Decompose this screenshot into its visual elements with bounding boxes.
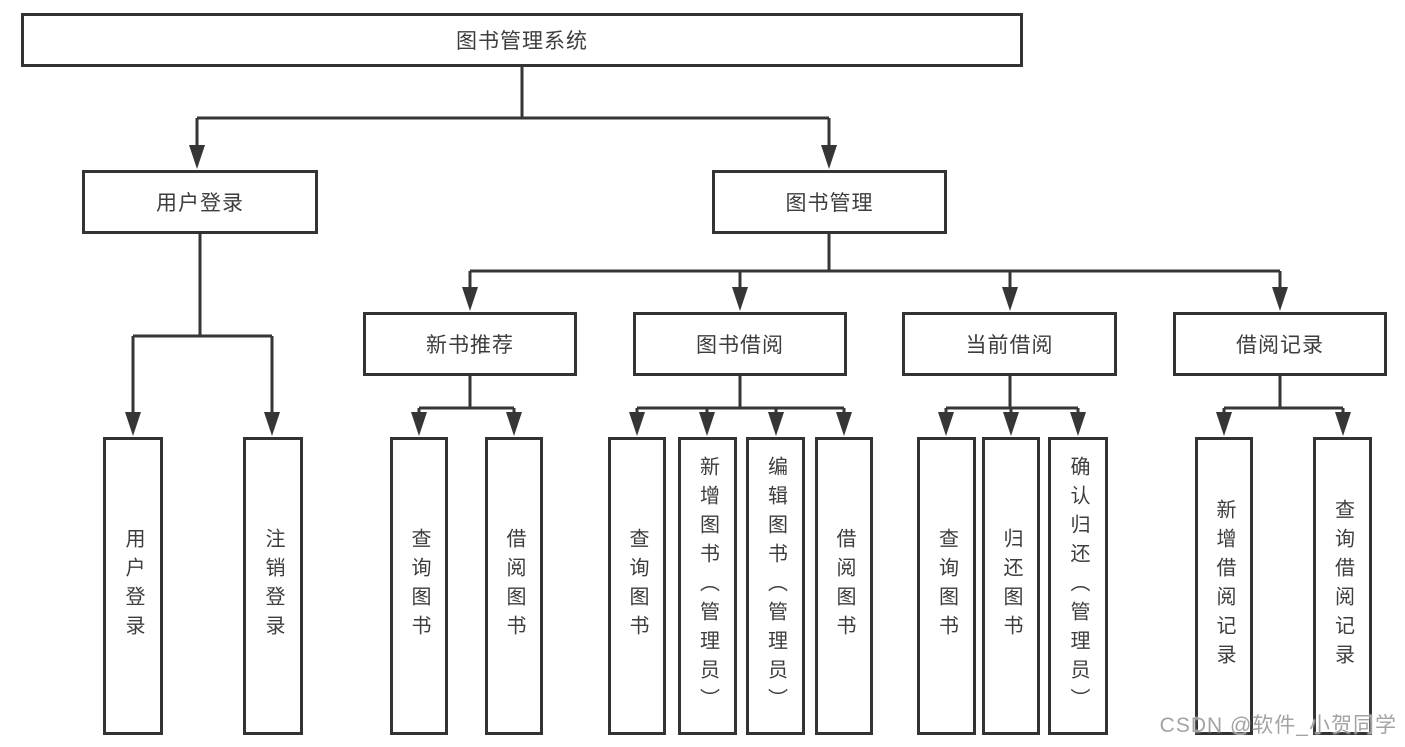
- leaf-edit-book-admin: 编辑图书（管理员）: [746, 437, 805, 735]
- node-book-borrowing: 图书借阅: [633, 312, 847, 376]
- node-label: 图书管理系统: [456, 30, 588, 53]
- edge-new-book-recommend-to-leaves: [417, 375, 516, 413]
- node-user-login: 用户登录: [82, 170, 318, 234]
- leaf-add-borrow-record: 新增借阅记录: [1195, 437, 1253, 735]
- arrow-down-icon: [768, 412, 784, 436]
- edge-book-borrowing-to-leaves: [635, 375, 846, 413]
- arrow-down-icon: [462, 287, 478, 311]
- node-label: 查询图书: [626, 528, 648, 644]
- arrow-down-icon: [699, 412, 715, 436]
- node-borrowing-records: 借阅记录: [1173, 312, 1387, 376]
- arrow-down-icon: [1216, 412, 1232, 436]
- node-root: 图书管理系统: [21, 13, 1023, 67]
- node-label: 注销登录: [262, 528, 284, 644]
- node-label: 查询图书: [408, 528, 430, 644]
- leaf-user-login: 用户登录: [103, 437, 163, 735]
- arrow-down-icon: [938, 412, 954, 436]
- arrow-down-icon: [125, 412, 141, 436]
- arrow-down-icon: [189, 145, 205, 169]
- node-label: 确认归还（管理员）: [1067, 455, 1089, 717]
- node-book-management: 图书管理: [712, 170, 947, 234]
- node-label: 当前借阅: [965, 334, 1054, 357]
- arrow-down-icon: [264, 412, 280, 436]
- edge-borrowing-records-to-leaves: [1222, 375, 1345, 413]
- node-new-book-recommend: 新书推荐: [363, 312, 577, 376]
- leaf-logout: 注销登录: [243, 437, 303, 735]
- arrow-down-icon: [1272, 287, 1288, 311]
- node-label: 新书推荐: [426, 334, 514, 357]
- node-label: 新增借阅记录: [1213, 499, 1235, 673]
- node-label: 新增图书（管理员）: [696, 455, 719, 717]
- leaf-add-book-admin: 新增图书（管理员）: [678, 437, 737, 735]
- edge-current-borrowing-to-leaves: [944, 375, 1080, 413]
- arrow-down-icon: [821, 145, 837, 169]
- arrow-down-icon: [506, 412, 522, 436]
- leaf-query-books-recommend: 查询图书: [390, 437, 448, 735]
- leaf-confirm-return-admin: 确认归还（管理员）: [1048, 437, 1108, 735]
- leaf-borrow-books-recommend: 借阅图书: [485, 437, 543, 735]
- node-label: 查询借阅记录: [1331, 499, 1354, 673]
- leaf-borrow-books-borrowing: 借阅图书: [815, 437, 873, 735]
- arrow-down-icon: [1003, 412, 1019, 436]
- csdn-watermark: CSDN @软件_小贺同学: [1159, 714, 1397, 737]
- node-label: 图书借阅: [696, 334, 784, 357]
- node-label: 借阅图书: [833, 528, 855, 644]
- edge-root-to-level2: [195, 66, 831, 146]
- arrow-down-icon: [629, 412, 645, 436]
- node-label: 查询图书: [935, 528, 958, 644]
- edge-book-management-to-level3: [468, 233, 1282, 288]
- arrow-down-icon: [411, 412, 427, 436]
- arrow-down-icon: [1002, 287, 1018, 311]
- node-current-borrowing: 当前借阅: [902, 312, 1117, 376]
- edge-user-login-to-leaves: [131, 233, 274, 413]
- node-label: 图书管理: [785, 192, 874, 215]
- arrow-down-icon: [732, 287, 748, 311]
- node-label: 借阅记录: [1236, 334, 1324, 357]
- node-label: 用户登录: [156, 192, 244, 215]
- node-label: 归还图书: [1000, 528, 1022, 644]
- leaf-query-borrow-record: 查询借阅记录: [1313, 437, 1372, 735]
- node-label: 用户登录: [122, 528, 144, 644]
- arrow-down-icon: [1335, 412, 1351, 436]
- arrow-down-icon: [1070, 412, 1086, 436]
- arrow-down-icon: [836, 412, 852, 436]
- leaf-query-books-borrowing: 查询图书: [608, 437, 666, 735]
- leaf-return-books: 归还图书: [982, 437, 1040, 735]
- node-label: 借阅图书: [503, 528, 525, 644]
- leaf-query-books-current: 查询图书: [917, 437, 976, 735]
- node-label: 编辑图书（管理员）: [764, 455, 787, 717]
